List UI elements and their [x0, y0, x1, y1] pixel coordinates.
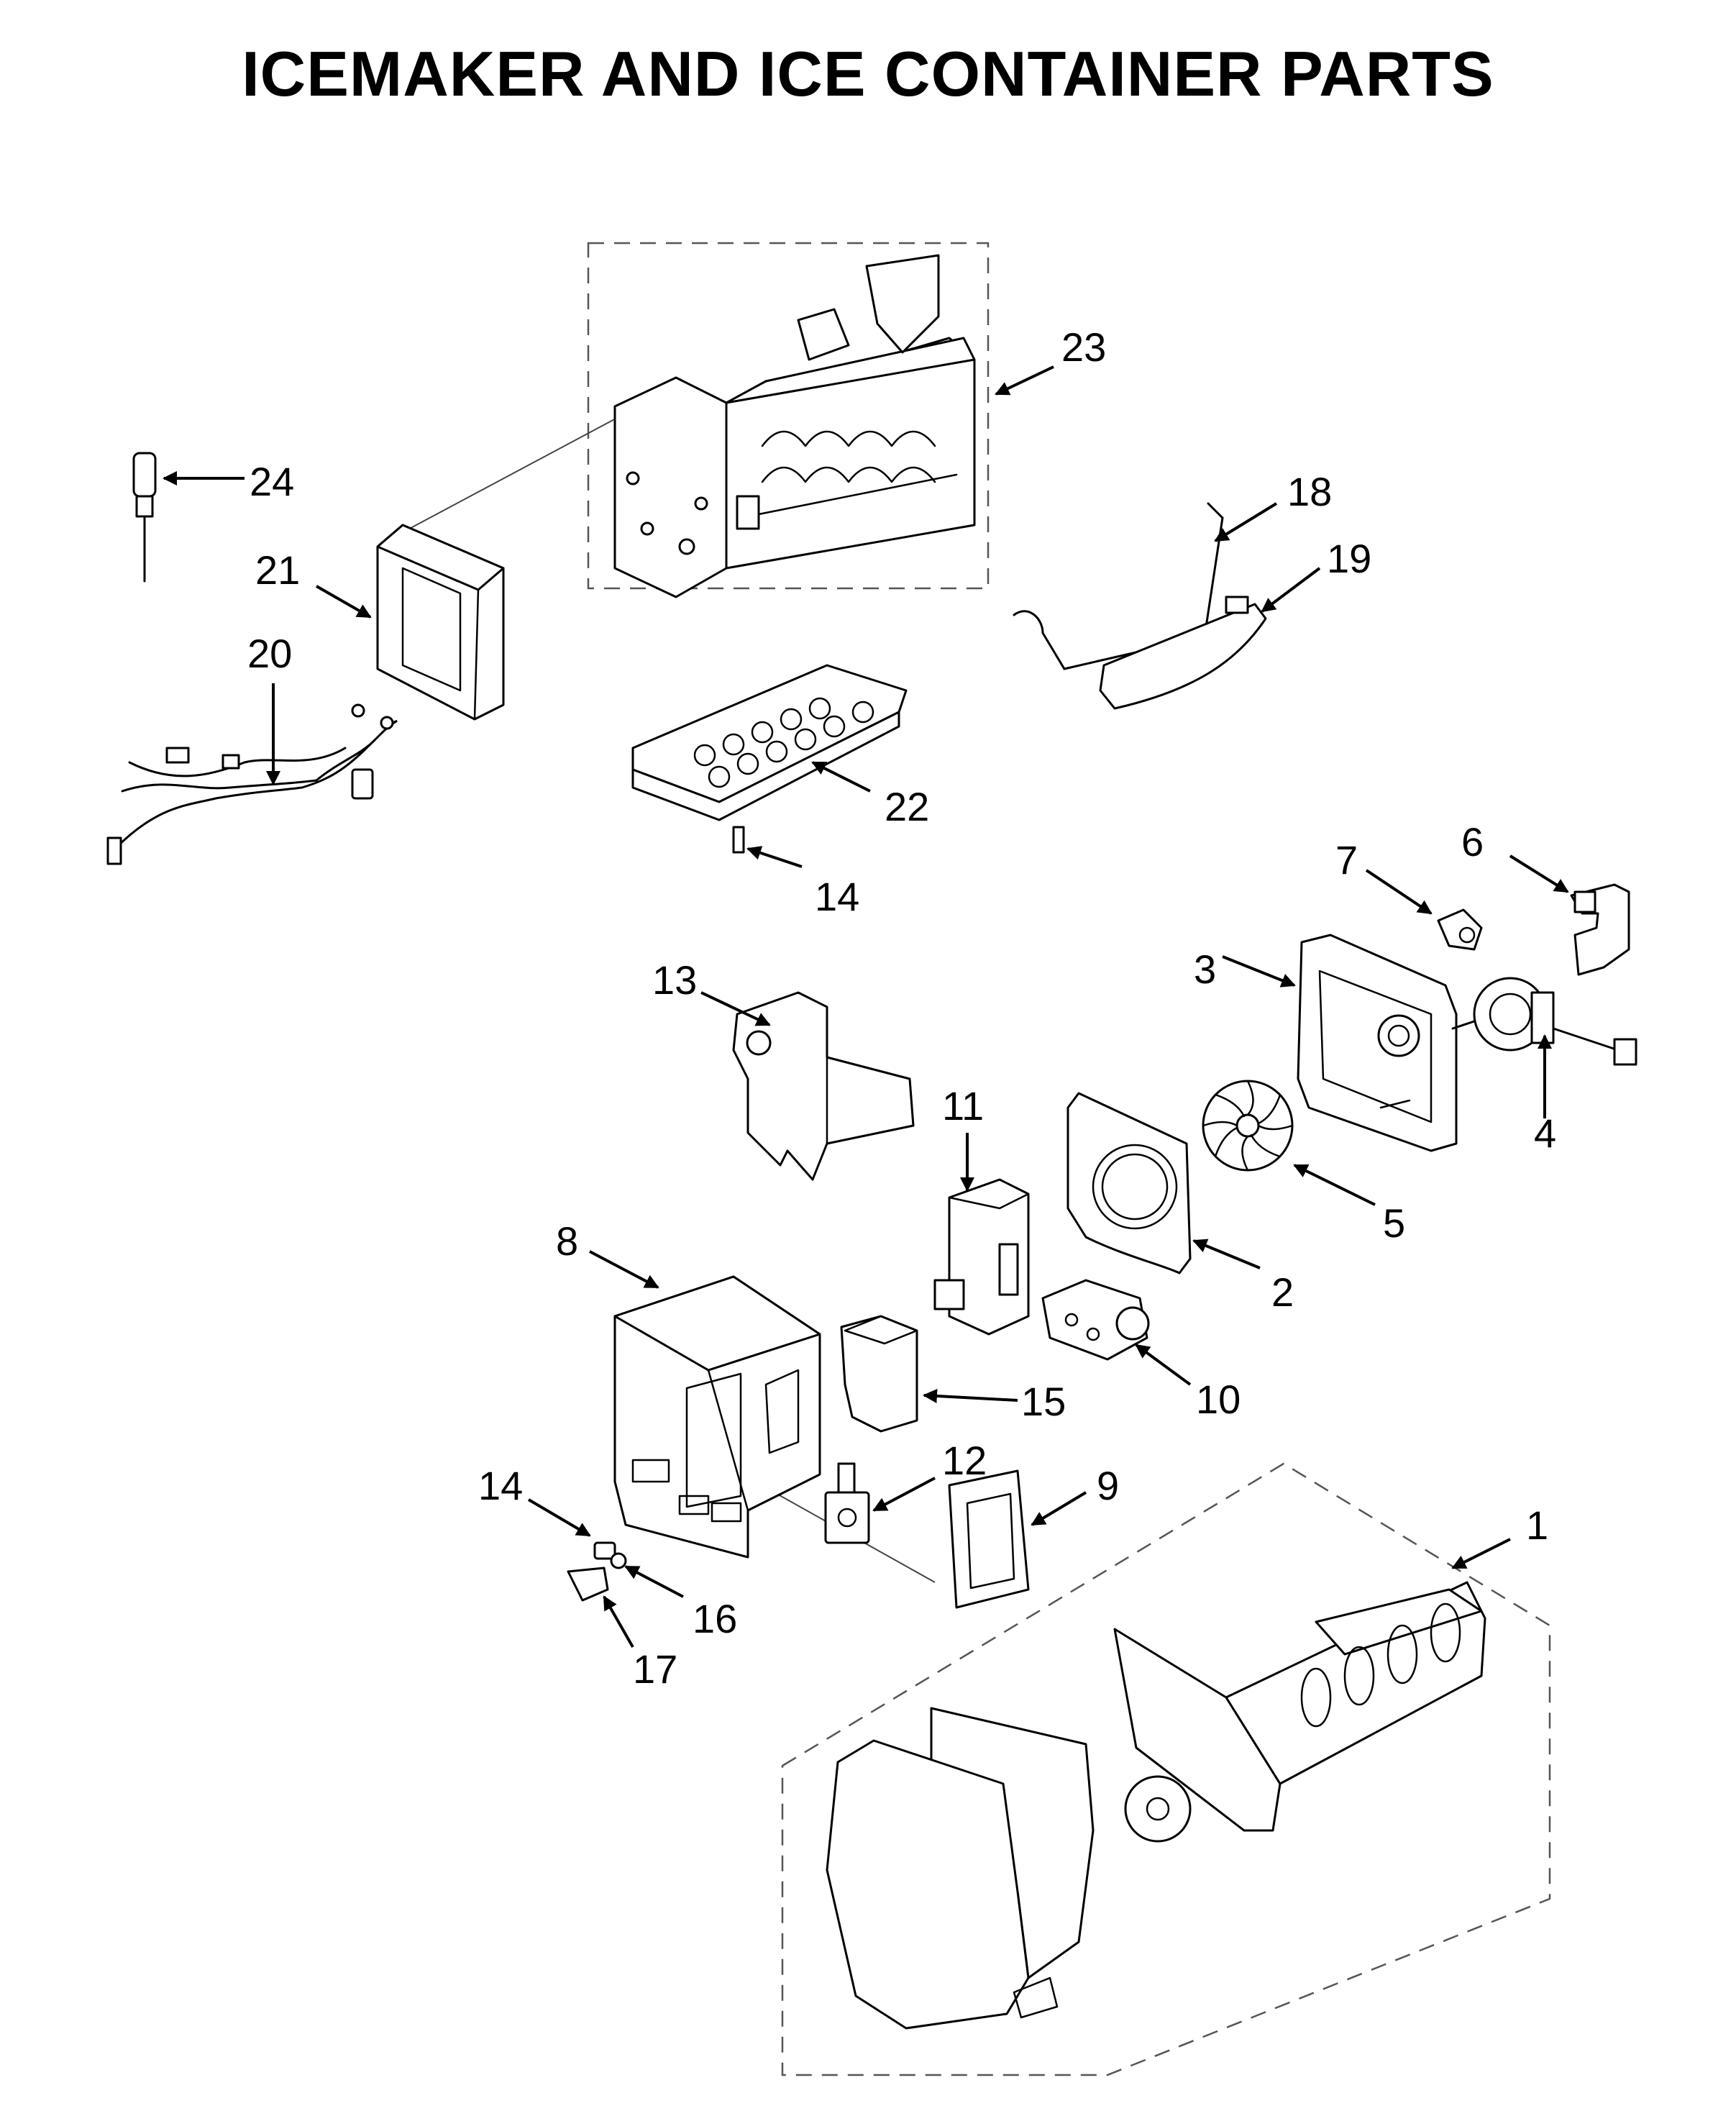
icemaker-assembly-boundary: [587, 242, 990, 590]
callout-5: 5: [1383, 1200, 1405, 1246]
callout-24: 24: [250, 459, 294, 504]
callout-20: 20: [247, 631, 292, 676]
callout-11: 11: [942, 1083, 984, 1128]
screw-part: [593, 1541, 616, 1560]
callout-15: 15: [1021, 1379, 1066, 1424]
shutoff-paddle-part: [1099, 596, 1267, 710]
callout-8: 8: [556, 1218, 578, 1264]
thermistor-probe-part: [132, 452, 157, 583]
ice-tray-part: [631, 664, 908, 854]
callout-1: 1: [1526, 1502, 1548, 1548]
projection-line: [402, 416, 619, 533]
fan-housing-part: [1297, 934, 1458, 1152]
fan-blade-part: [1202, 1080, 1294, 1172]
callout-23: 23: [1061, 324, 1106, 370]
ice-container-assembly-boundary: [781, 1462, 1551, 2076]
ice-bin-auger-part: [1113, 1581, 1486, 1843]
callout-17: 17: [633, 1646, 677, 1692]
callout-4: 4: [1534, 1111, 1556, 1156]
callout-7: 7: [1335, 837, 1358, 883]
callout-16: 16: [693, 1596, 737, 1641]
washer-part: [610, 1552, 627, 1569]
dispenser-gasket-part: [948, 1469, 1030, 1609]
callout-6: 6: [1461, 819, 1484, 865]
diagram-title: ICEMAKER AND ICE CONTAINER PARTS: [242, 38, 1494, 109]
callout-10: 10: [1196, 1377, 1241, 1422]
door-bracket-part: [840, 1315, 918, 1433]
icemaker-cover-part: [376, 524, 505, 721]
fan-shroud-part: [1066, 1092, 1192, 1274]
door-solenoid-part: [824, 1462, 870, 1544]
callout-3: 3: [1194, 947, 1216, 992]
ice-chute-part: [732, 991, 915, 1181]
callout-21: 21: [255, 547, 300, 593]
callout-14-lower: 14: [478, 1463, 523, 1508]
motor-mount-part: [1437, 908, 1483, 951]
callout-9: 9: [1097, 1463, 1119, 1508]
callout-19: 19: [1327, 536, 1371, 581]
callout-14-upper: 14: [815, 874, 859, 919]
ice-bucket-part: [826, 1707, 1095, 2030]
callout-18: 18: [1287, 469, 1332, 514]
callout-labels: 23 24 21 20 18 19 22 14 7 6 3 4 13 5 11 …: [247, 324, 1556, 1692]
icemaker-part: [613, 254, 976, 598]
callout-22: 22: [885, 784, 929, 829]
callout-12: 12: [942, 1438, 987, 1483]
auger-motor-part: [1041, 1279, 1150, 1361]
motor-bracket-part: [1570, 883, 1630, 976]
wire-harness-part: [106, 703, 398, 865]
switch-housing-part: [933, 1178, 1030, 1336]
callout-13: 13: [652, 957, 697, 1003]
clip-part: [567, 1567, 609, 1602]
dispenser-housing-part: [613, 1275, 821, 1559]
callout-arrows: [163, 365, 1569, 1648]
callout-2: 2: [1271, 1269, 1294, 1315]
